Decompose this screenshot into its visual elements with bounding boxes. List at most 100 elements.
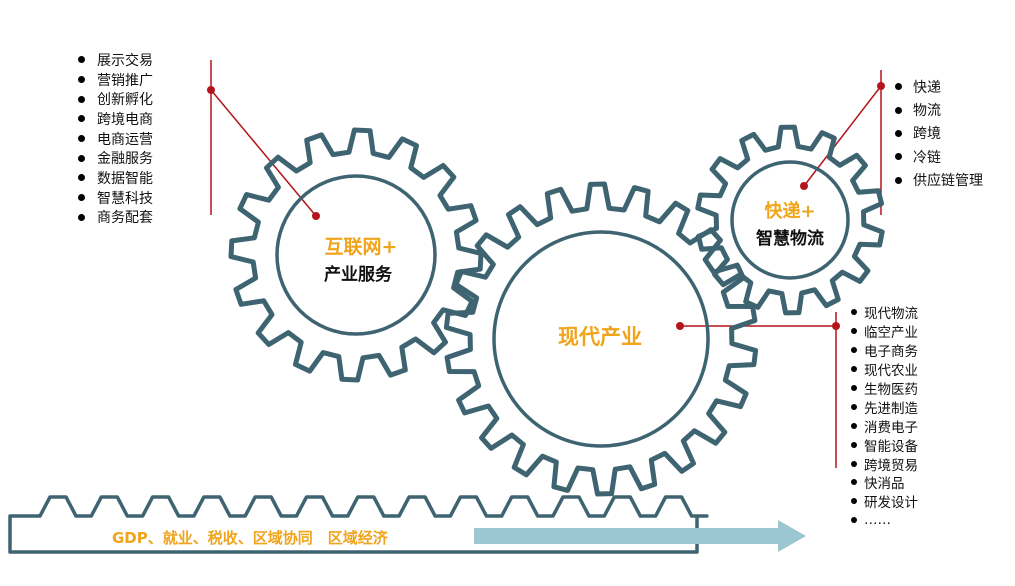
gear-center-label: 现代产业 xyxy=(558,325,642,349)
rack-label: GDP、就业、税收、区域协同 区域经济 xyxy=(112,529,389,547)
bullet-icon xyxy=(851,347,857,354)
list-item: 快递 xyxy=(895,75,983,98)
list-item: 临空产业 xyxy=(851,322,918,341)
gear-right-label-2: 智慧物流 xyxy=(756,228,824,249)
list-item-label: 供应链管理 xyxy=(913,173,983,190)
leader-right-dot-inner xyxy=(676,322,684,330)
bullet-icon xyxy=(851,441,857,448)
bullet-icon xyxy=(851,498,857,505)
rack xyxy=(8,495,709,554)
gear-left xyxy=(228,127,484,383)
list-item: 供应链管理 xyxy=(895,169,983,192)
gear-left-label-1: 互联网+ xyxy=(325,236,398,258)
list-item-label: 展示交易 xyxy=(97,52,153,69)
bullet-icon xyxy=(78,194,85,202)
bullet-icon xyxy=(895,129,902,137)
list-item: 数据智能 xyxy=(78,168,153,188)
bullet-icon xyxy=(851,517,857,524)
list-item: 商务配套 xyxy=(78,208,153,228)
list-item-label: 创新孵化 xyxy=(97,92,153,109)
logistics-list: 快递物流跨境冷链供应链管理 xyxy=(895,75,983,192)
bullet-icon xyxy=(851,309,857,316)
bullet-icon xyxy=(851,366,857,373)
list-item-label: 电子商务 xyxy=(864,344,918,361)
leader-left-dot-outer xyxy=(207,86,215,94)
bullet-icon xyxy=(78,56,85,64)
list-item-label: 智慧科技 xyxy=(97,190,153,207)
bullet-icon xyxy=(78,154,85,162)
bullet-icon xyxy=(895,176,902,184)
list-item-label: 跨境电商 xyxy=(97,111,153,128)
gear-left-hub xyxy=(275,174,437,336)
list-item-label: 营销推广 xyxy=(97,72,153,89)
leader-top-right-dot-inner xyxy=(800,182,808,190)
list-item-label: 现代物流 xyxy=(864,306,918,323)
gear-right-hub xyxy=(730,160,850,280)
industry-list: 现代物流临空产业电子商务现代农业生物医药先进制造消费电子智能设备跨境贸易快消品研… xyxy=(851,303,918,530)
bullet-icon xyxy=(895,83,902,91)
list-item-label: 商务配套 xyxy=(97,210,153,227)
bullet-icon xyxy=(78,213,85,221)
leader-right-dot-outer xyxy=(832,322,840,330)
bullet-icon xyxy=(78,115,85,123)
list-item-label: 跨境 xyxy=(913,126,941,143)
list-item-label: 智能设备 xyxy=(864,438,918,455)
list-item: 创新孵化 xyxy=(78,89,153,109)
list-item: 现代物流 xyxy=(851,303,918,322)
list-item-label: 冷链 xyxy=(913,149,941,166)
bullet-icon xyxy=(78,135,85,143)
list-item: 跨境电商 xyxy=(78,109,153,129)
list-item-label: 电商运营 xyxy=(97,131,153,148)
leader-left-connector xyxy=(210,89,317,217)
leader-top-right-dot-outer xyxy=(877,82,885,90)
list-item: 研发设计 xyxy=(851,492,918,511)
bullet-icon xyxy=(78,76,85,84)
bullet-icon xyxy=(851,328,857,335)
bullet-icon xyxy=(895,153,902,161)
list-item: 金融服务 xyxy=(78,148,153,168)
list-item-label: 快消品 xyxy=(864,476,905,493)
bullet-icon xyxy=(78,174,85,182)
list-item-label: 临空产业 xyxy=(864,325,918,342)
leader-left-dot-inner xyxy=(312,212,320,220)
gear-right-label-1: 快递+ xyxy=(764,200,815,222)
list-item: 展示交易 xyxy=(78,50,153,70)
leader-lines xyxy=(207,60,885,468)
list-item-label: 研发设计 xyxy=(864,495,918,512)
list-item-label: 物流 xyxy=(913,103,941,120)
gear-right xyxy=(695,124,885,316)
list-item: 营销推广 xyxy=(78,70,153,90)
list-item: 物流 xyxy=(895,98,983,121)
bullet-icon xyxy=(851,460,857,467)
list-item: 现代农业 xyxy=(851,360,918,379)
gear-left-label-2: 产业服务 xyxy=(324,264,393,285)
bullet-icon xyxy=(851,403,857,410)
list-item-label: 数据智能 xyxy=(97,170,153,187)
list-item-label: 快递 xyxy=(913,79,941,96)
list-item: 跨境贸易 xyxy=(851,454,918,474)
list-item-label: 跨境贸易 xyxy=(864,457,918,474)
rack-arrow xyxy=(474,520,806,552)
list-item: 智慧科技 xyxy=(78,188,153,208)
list-item: 电商运营 xyxy=(78,129,153,149)
bullet-icon xyxy=(851,422,857,429)
list-item: …… xyxy=(851,511,918,530)
list-item-label: 生物医药 xyxy=(864,382,918,399)
list-item-label: 现代农业 xyxy=(864,363,918,380)
list-item: 电子商务 xyxy=(851,341,918,360)
bullet-icon xyxy=(851,385,857,391)
bullet-icon xyxy=(895,106,902,114)
gear-center xyxy=(443,181,759,497)
bullet-icon xyxy=(78,95,85,103)
list-item: 智能设备 xyxy=(851,435,918,455)
list-item: 消费电子 xyxy=(851,416,918,436)
left-service-list: 展示交易营销推广创新孵化跨境电商电商运营金融服务数据智能智慧科技商务配套 xyxy=(78,50,153,227)
list-item: 生物医药 xyxy=(851,379,918,398)
leader-top-right-connector xyxy=(803,85,882,187)
list-item-label: …… xyxy=(864,512,891,529)
list-item: 先进制造 xyxy=(851,397,918,417)
list-item-label: 金融服务 xyxy=(97,151,153,168)
list-item-label: 先进制造 xyxy=(864,400,918,417)
